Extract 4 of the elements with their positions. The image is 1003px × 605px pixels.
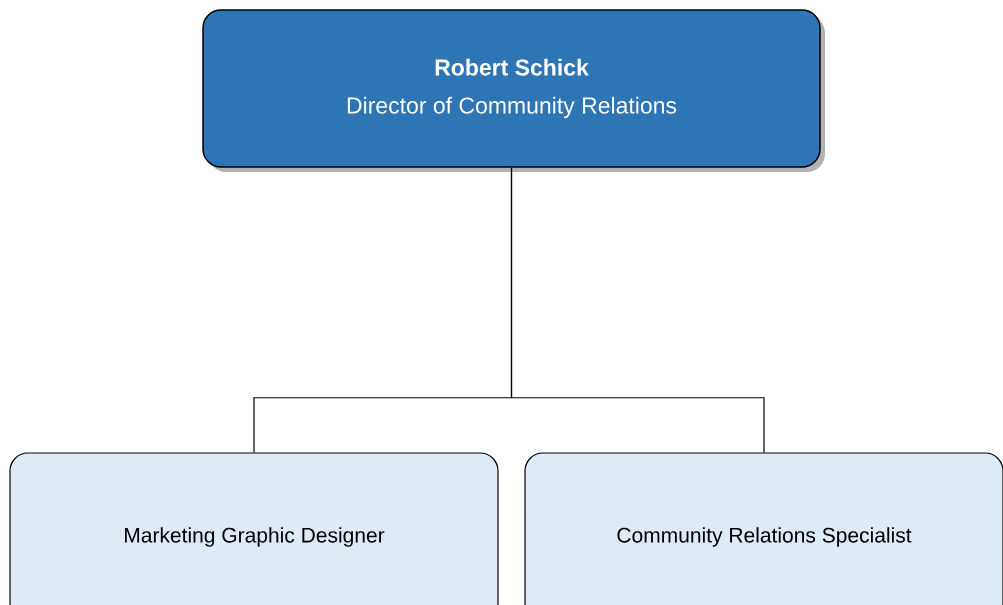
org-box: Marketing Graphic Designer <box>9 452 499 605</box>
connector-line <box>510 167 765 453</box>
org-box: Robert Schick Director of Community Relations <box>202 9 825 172</box>
org-box: Community Relations Specialist <box>524 452 1003 605</box>
